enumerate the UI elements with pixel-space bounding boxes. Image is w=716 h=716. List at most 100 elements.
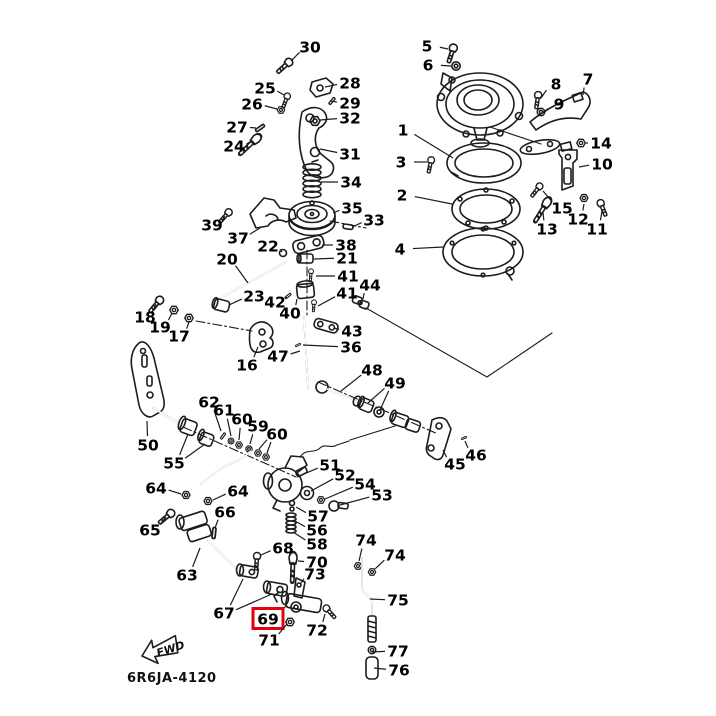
svg-text:77: 77 bbox=[387, 643, 409, 661]
callout-63[interactable]: 63 bbox=[176, 547, 201, 585]
callout-4[interactable]: 4 bbox=[395, 241, 444, 259]
callout-23[interactable]: 23 bbox=[228, 288, 265, 306]
callout-15[interactable]: 15 bbox=[542, 190, 573, 218]
callout-47[interactable]: 47 bbox=[267, 348, 301, 366]
callout-75[interactable]: 75 bbox=[369, 592, 409, 610]
callout-37[interactable]: 37 bbox=[227, 227, 261, 248]
svg-text:14: 14 bbox=[590, 135, 612, 153]
callout-61[interactable]: 61 bbox=[213, 402, 235, 437]
callout-21[interactable]: 21 bbox=[313, 250, 358, 268]
callout-25[interactable]: 25 bbox=[254, 80, 285, 98]
callout-50[interactable]: 50 bbox=[137, 420, 159, 455]
svg-text:7: 7 bbox=[583, 71, 594, 89]
callout-64[interactable]: 64 bbox=[145, 480, 182, 498]
callout-10[interactable]: 10 bbox=[578, 156, 613, 174]
part-69-assembly bbox=[273, 590, 323, 614]
callout-53[interactable]: 53 bbox=[339, 487, 393, 506]
callout-3[interactable]: 3 bbox=[396, 154, 427, 172]
svg-text:60: 60 bbox=[231, 411, 253, 429]
callout-60[interactable]: 60 bbox=[231, 411, 253, 441]
callout-13[interactable]: 13 bbox=[536, 212, 558, 239]
callout-68[interactable]: 68 bbox=[260, 540, 294, 558]
svg-text:20: 20 bbox=[216, 251, 238, 269]
callout-30[interactable]: 30 bbox=[290, 39, 321, 62]
svg-text:65: 65 bbox=[139, 522, 161, 540]
callout-27[interactable]: 27 bbox=[226, 119, 257, 137]
callout-39[interactable]: 39 bbox=[201, 215, 226, 235]
callout-43[interactable]: 43 bbox=[333, 323, 363, 341]
callout-33[interactable]: 33 bbox=[351, 212, 385, 230]
callout-7[interactable]: 7 bbox=[582, 71, 594, 96]
callout-2[interactable]: 2 bbox=[397, 187, 453, 205]
svg-text:41: 41 bbox=[337, 268, 359, 286]
svg-text:17: 17 bbox=[168, 328, 190, 346]
callout-1[interactable]: 1 bbox=[398, 122, 454, 159]
part-57-ball bbox=[288, 499, 296, 507]
callout-17[interactable]: 17 bbox=[168, 321, 190, 346]
callout-74[interactable]: 74 bbox=[355, 532, 377, 562]
callout-60[interactable]: 60 bbox=[258, 426, 288, 454]
callout-55[interactable]: 55 bbox=[163, 433, 206, 473]
callout-12[interactable]: 12 bbox=[567, 203, 589, 229]
callout-77[interactable]: 77 bbox=[371, 643, 409, 661]
callout-35[interactable]: 35 bbox=[332, 200, 363, 218]
callout-38[interactable]: 38 bbox=[322, 237, 357, 255]
callout-73[interactable]: 73 bbox=[300, 566, 326, 584]
callout-44[interactable]: 44 bbox=[359, 277, 381, 300]
callout-59[interactable]: 59 bbox=[247, 418, 269, 445]
callout-41[interactable]: 41 bbox=[316, 268, 359, 286]
svg-text:60: 60 bbox=[266, 426, 288, 444]
callout-41[interactable]: 41 bbox=[317, 285, 358, 307]
callout-65[interactable]: 65 bbox=[139, 516, 167, 540]
part-47-rod bbox=[303, 316, 309, 389]
callout-9[interactable]: 9 bbox=[544, 96, 564, 114]
callout-70[interactable]: 70 bbox=[297, 554, 328, 572]
svg-text:35: 35 bbox=[341, 200, 363, 218]
svg-text:70: 70 bbox=[306, 554, 328, 572]
callout-19[interactable]: 19 bbox=[149, 312, 173, 337]
callout-58[interactable]: 58 bbox=[292, 531, 328, 554]
callout-52[interactable]: 52 bbox=[310, 467, 356, 492]
callout-31[interactable]: 31 bbox=[319, 146, 361, 164]
callout-24[interactable]: 24 bbox=[223, 138, 251, 156]
callout-14[interactable]: 14 bbox=[586, 135, 612, 153]
callout-5[interactable]: 5 bbox=[422, 38, 449, 56]
part-44-clevis bbox=[351, 294, 370, 310]
callout-42[interactable]: 42 bbox=[264, 294, 288, 312]
callout-11[interactable]: 11 bbox=[586, 210, 608, 239]
callout-45[interactable]: 45 bbox=[442, 449, 466, 474]
callout-36[interactable]: 36 bbox=[302, 339, 362, 357]
callout-48[interactable]: 48 bbox=[340, 362, 383, 392]
svg-text:24: 24 bbox=[223, 138, 245, 156]
callout-22[interactable]: 22 bbox=[257, 238, 283, 256]
callout-71[interactable]: 71 bbox=[258, 623, 288, 650]
callout-8[interactable]: 8 bbox=[540, 76, 561, 99]
svg-text:18: 18 bbox=[134, 309, 156, 327]
callout-76[interactable]: 76 bbox=[373, 662, 410, 680]
callout-6[interactable]: 6 bbox=[423, 57, 452, 75]
callout-40[interactable]: 40 bbox=[279, 298, 301, 323]
callout-20[interactable]: 20 bbox=[216, 251, 249, 284]
callout-46[interactable]: 46 bbox=[464, 440, 487, 465]
part-51-cam bbox=[262, 455, 308, 512]
callout-69-highlighted[interactable]: 69 bbox=[251, 604, 288, 630]
callout-18[interactable]: 18 bbox=[134, 303, 157, 327]
callout-74[interactable]: 74 bbox=[374, 547, 406, 570]
callout-34[interactable]: 34 bbox=[321, 174, 362, 192]
callout-66[interactable]: 66 bbox=[214, 504, 236, 529]
callout-54[interactable]: 54 bbox=[324, 476, 376, 500]
callout-29[interactable]: 29 bbox=[330, 95, 361, 113]
callout-32[interactable]: 32 bbox=[319, 110, 361, 128]
callout-49[interactable]: 49 bbox=[367, 375, 406, 411]
callout-67[interactable]: 67 bbox=[213, 578, 273, 623]
callout-72[interactable]: 72 bbox=[306, 613, 328, 640]
callout-16[interactable]: 16 bbox=[236, 346, 259, 375]
part-52-washer bbox=[299, 485, 315, 501]
callout-62[interactable]: 62 bbox=[198, 394, 222, 432]
callout-51[interactable]: 51 bbox=[296, 457, 341, 478]
callout-26[interactable]: 26 bbox=[241, 96, 278, 114]
callout-28[interactable]: 28 bbox=[324, 75, 361, 93]
callout-57[interactable]: 57 bbox=[295, 506, 329, 526]
callout-64[interactable]: 64 bbox=[212, 483, 249, 501]
callout-56[interactable]: 56 bbox=[294, 520, 328, 540]
